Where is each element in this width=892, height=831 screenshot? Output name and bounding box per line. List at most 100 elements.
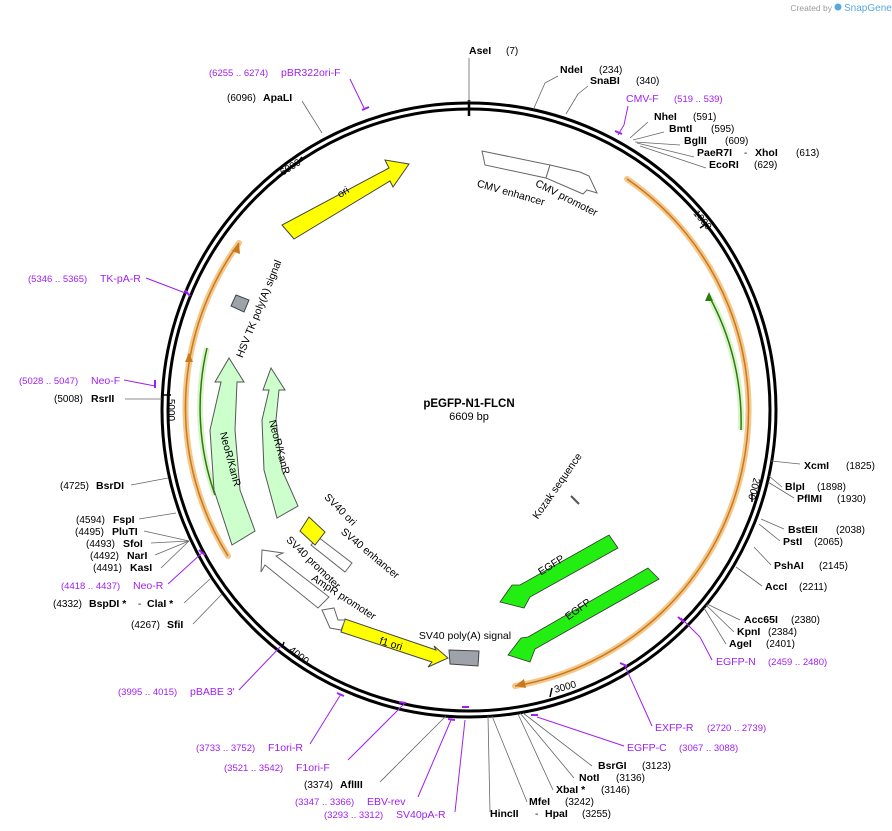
site-fspi[interactable]: (4594)FspI [76, 514, 135, 526]
primer-name: Neo-F [91, 375, 120, 387]
primer-pos: (3733 .. 3752) [196, 743, 255, 754]
site-asei[interactable]: AseI(7) [469, 45, 518, 57]
site-sfii[interactable]: (4267)SfiI [131, 619, 183, 631]
leader-egfp-c [536, 716, 625, 747]
leader-sfii [192, 593, 223, 625]
primer-pbr322ori-f[interactable]: (6255 .. 6274)pBR322ori-F [209, 67, 341, 79]
leader-cmv-f [617, 105, 629, 136]
site-bsrgi[interactable]: BsrGI(3123) [598, 760, 671, 772]
primer-neo-r[interactable]: (4418 .. 4437)Neo-R [61, 580, 164, 592]
leader-acc65i [706, 603, 741, 621]
primer-egfp-c[interactable]: EGFP-C(3067 .. 3088) [627, 742, 738, 754]
site-pflmi[interactable]: PflMI(1930) [797, 493, 866, 505]
site-paer7i-xhoi[interactable]: PaeR7I-XhoI(613) [697, 147, 819, 159]
site-noti[interactable]: NotI(3136) [579, 772, 645, 784]
site-bmti[interactable]: BmtI(595) [669, 123, 734, 135]
site-name: BstEII [788, 524, 818, 536]
primer-pos: (2459 .. 2480) [768, 657, 827, 668]
orf-arcs [182, 176, 752, 689]
site-acci[interactable]: AccI(2211) [765, 581, 827, 593]
orf-neo-short-arrowhead [185, 353, 193, 362]
site-xbai[interactable]: XbaI *(3146) [556, 784, 630, 796]
primer-name: F1ori-F [296, 762, 330, 774]
site-name: EcoRI [709, 159, 739, 171]
leader-nari [154, 540, 190, 556]
site-pos: (7) [506, 46, 518, 57]
feature-kozak: Kozak sequence [530, 451, 584, 522]
leader-afliii [379, 715, 447, 783]
site-name: AflIII [340, 779, 363, 791]
site-pos: (6096) [227, 93, 256, 104]
primer-ebv-rev[interactable]: (3347 .. 3366)EBV-rev [295, 796, 406, 808]
site-psti[interactable]: PstI(2065) [783, 536, 843, 548]
primer-name: F1ori-R [268, 742, 303, 754]
primer-cmv-f[interactable]: CMV-F(519 .. 539) [626, 93, 723, 105]
leader-bglii [634, 141, 681, 146]
site-mfei[interactable]: MfeI(3242) [529, 796, 594, 808]
site-hincii-hpai[interactable]: HincII-HpaI(3255) [490, 808, 611, 820]
site-agei[interactable]: AgeI(2401) [729, 638, 795, 650]
site-snabi[interactable]: SnaBI(340) [590, 75, 659, 87]
site-sep: - [138, 599, 141, 610]
site-bsteii[interactable]: BstEII(2038) [788, 524, 865, 536]
site-ndei[interactable]: NdeI(234) [560, 64, 622, 76]
primer-tk-pa-r[interactable]: (5346 .. 5365)TK-pA-R [28, 273, 141, 285]
primer-exfp-r[interactable]: EXFP-R(2720 .. 2739) [655, 722, 766, 734]
site-pos: (2384) [768, 627, 797, 638]
site-nhei[interactable]: NheI(591) [654, 111, 716, 123]
snapgene-logo-icon [834, 3, 842, 11]
orf-inner-left [197, 347, 218, 496]
site-name: SfiI [167, 619, 183, 631]
site-pos: (4495) [75, 527, 104, 538]
leader-snabi [565, 85, 589, 115]
primer-pos: (3293 .. 3312) [324, 810, 383, 821]
site-blpi[interactable]: BlpI(1898) [785, 481, 846, 493]
site-apali[interactable]: (6096)ApaLI [227, 92, 292, 104]
leader-bmti [632, 131, 665, 141]
site-bglii[interactable]: BglII(609) [684, 135, 748, 147]
site-nari[interactable]: (4492)NarI [90, 550, 148, 562]
orf-inner-outline [706, 294, 745, 431]
primer-f1ori-f[interactable]: (3521 .. 3542)F1ori-F [224, 762, 330, 774]
primer-mark-f1ori-r [336, 692, 345, 697]
tick-label-5000: 5000 [165, 399, 176, 422]
site-bsrdi[interactable]: (4725)BsrDI [60, 480, 124, 492]
feature-cmv: CMV enhancer CMV promoter [476, 150, 600, 219]
leader-pbabe3 [238, 645, 282, 691]
orf-neo-line [184, 242, 240, 557]
site-kasi[interactable]: (4491) KasI [93, 562, 152, 574]
site-acc65i[interactable]: Acc65I(2380) [744, 614, 820, 626]
primer-f1ori-r[interactable]: (3733 .. 3752) F1ori-R [196, 742, 303, 754]
primer-mark-egfp-n [677, 616, 685, 623]
leader-ndei [533, 75, 559, 109]
primer-name: EBV-rev [367, 796, 406, 808]
leader-exfp-r [624, 665, 653, 727]
backbone-inner-ring [166, 107, 772, 713]
site-bspdi-clai[interactable]: (4332)BspDI *-ClaI * [53, 598, 174, 610]
site-name: KasI [130, 562, 152, 574]
site-afliii[interactable]: (3374)AflIII [304, 779, 363, 791]
site-sfoi[interactable]: (4493)SfoI [86, 538, 143, 550]
primer-pbabe3[interactable]: (3995 .. 4015)pBABE 3' [118, 686, 235, 698]
site-kpni[interactable]: KpnI(2384) [737, 626, 797, 638]
egfp-arrow-2 [507, 567, 660, 663]
site-ecori[interactable]: EcoRI(629) [709, 159, 777, 171]
plasmid-length: 6609 bp [449, 411, 489, 423]
primer-neo-f[interactable]: (5028 .. 5047)Neo-F [19, 375, 120, 387]
site-rsrii[interactable]: (5008)RsrII [54, 393, 114, 405]
site-xcmi[interactable]: XcmI(1825) [804, 460, 875, 472]
leader-sfoi [150, 540, 190, 544]
site-pos: (3255) [582, 809, 611, 820]
primer-egfp-n[interactable]: EGFP-N(2459 .. 2480) [716, 656, 827, 668]
site-pos: (3242) [565, 797, 594, 808]
site-name-2: ClaI * [147, 598, 174, 610]
orf-inner-right [705, 292, 745, 431]
tick-mark [296, 156, 303, 164]
site-pos: (4491) [93, 563, 122, 574]
site-pluti[interactable]: (4495)PluTI [75, 526, 138, 538]
primer-sv40pa-r[interactable]: (3293 .. 3312)SV40pA-R [324, 809, 446, 821]
leader-neo-r [167, 551, 204, 585]
site-pshai[interactable]: PshAI(2145) [774, 560, 848, 572]
site-name: PshAI [774, 560, 804, 572]
primer-mark-f1ori-f [398, 701, 407, 704]
